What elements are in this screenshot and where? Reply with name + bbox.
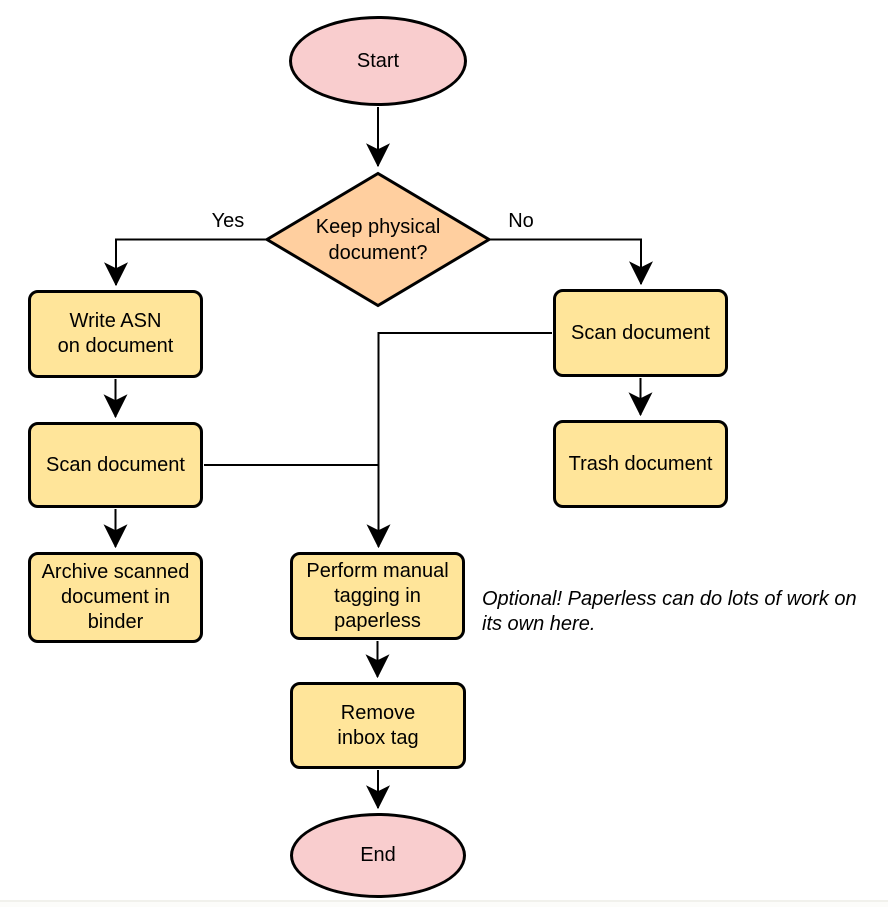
node-start: Start — [289, 16, 467, 106]
node-scan-document-left: Scan document — [28, 422, 203, 508]
node-archive-scanned: Archive scanned document in binder — [28, 552, 203, 643]
node-scan-document-right: Scan document — [553, 289, 728, 377]
edge-decision-yes-to-write-asn — [104, 238, 266, 287]
annotation-optional-paperless: Optional! Paperless can do lots of work … — [482, 588, 857, 635]
edge-decision-no-to-scan-right — [490, 238, 653, 286]
bottom-divider — [0, 900, 888, 907]
node-decision-label: Keep physical document? — [315, 215, 441, 264]
node-write-asn: Write ASN on document — [28, 290, 203, 378]
edge-label-yes: Yes — [211, 210, 245, 232]
node-trash-document: Trash document — [553, 420, 728, 508]
node-remove-inbox-tag: Remove inbox tag — [290, 682, 466, 769]
edge-label-no: No — [508, 210, 534, 232]
node-end: End — [290, 813, 466, 898]
decision-diamond-shape — [264, 171, 492, 308]
node-perform-manual-tagging: Perform manual tagging in paperless — [290, 552, 465, 640]
edge-scan-right-to-perform — [366, 332, 552, 549]
